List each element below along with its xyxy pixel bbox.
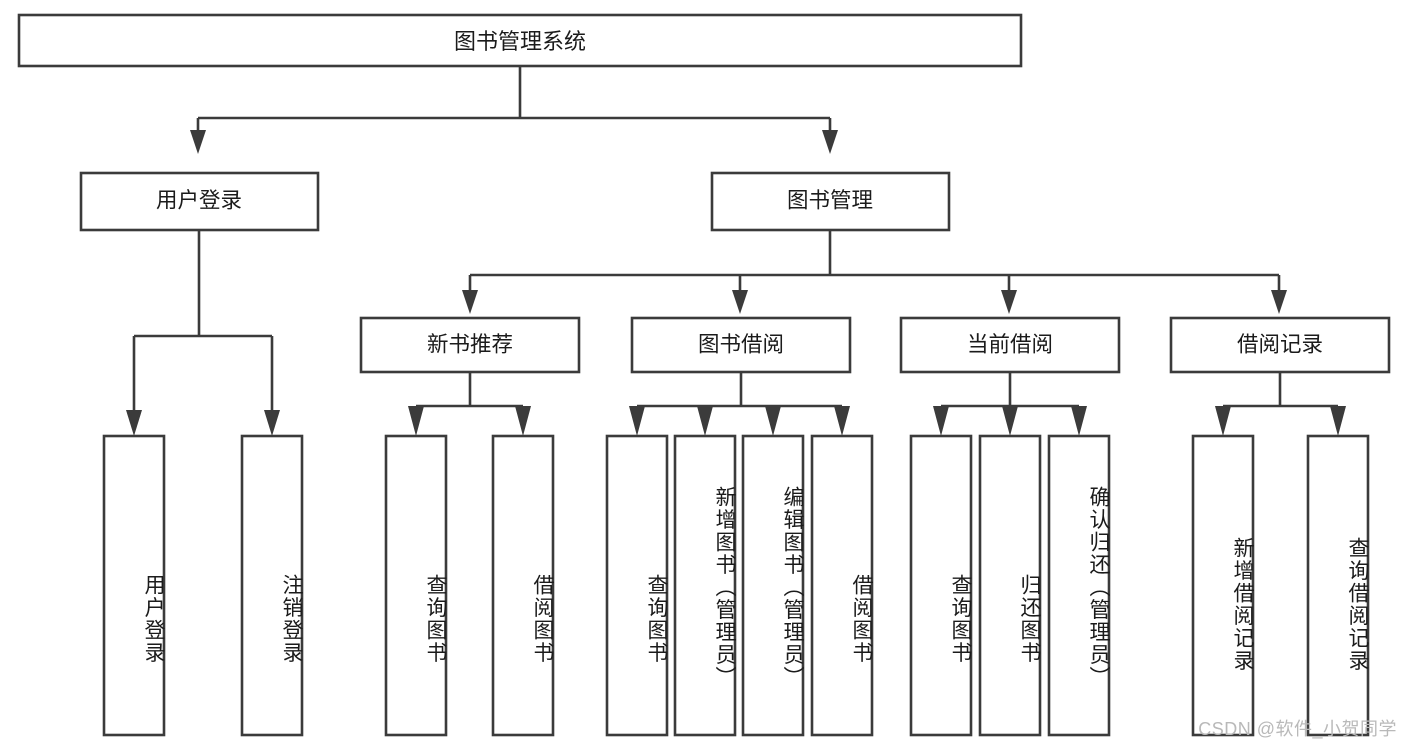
node-box-leaf-user-login[interactable] <box>102 434 166 737</box>
node-box-leaf-bb-borrow-book[interactable] <box>810 434 874 737</box>
arrow-head-bb-edit-book <box>765 406 781 436</box>
node-label-borrow-record: 借阅记录 <box>1237 333 1323 357</box>
node-box-leaf-cb-confirm-return[interactable] <box>1047 434 1111 737</box>
arrow-head-cb-return-book <box>1002 406 1018 436</box>
node-box-leaf-cb-query-book[interactable] <box>909 434 973 737</box>
arrow-head-leaf-logout <box>264 410 280 436</box>
arrow-head-cb-query-book <box>933 406 949 436</box>
node-box-current-borrow[interactable] <box>899 316 1121 374</box>
node-box-leaf-cb-return-book[interactable] <box>978 434 1042 737</box>
arrow-head-bb-borrow-book <box>834 406 850 436</box>
node-label-new-book-recommend: 新书推荐 <box>427 333 513 357</box>
node-label-book-borrow: 图书借阅 <box>698 333 784 357</box>
arrow-head-br-query-record <box>1330 406 1346 436</box>
node-label-current-borrow: 当前借阅 <box>967 333 1053 357</box>
node-box-leaf-nb-borrow-book[interactable] <box>491 434 555 737</box>
node-box-leaf-bb-query-book[interactable] <box>605 434 669 737</box>
node-label-book-management: 图书管理 <box>787 189 873 213</box>
watermark-text: CSDN @软件_小贺同学 <box>1198 719 1397 739</box>
node-box-leaf-bb-edit-book[interactable] <box>741 434 805 737</box>
node-box-borrow-record[interactable] <box>1169 316 1391 374</box>
node-box-book-borrow[interactable] <box>630 316 852 374</box>
node-box-leaf-br-add-record[interactable] <box>1191 434 1255 737</box>
arrow-head-book-borrow <box>732 290 748 314</box>
arrow-head-new-book-recommend <box>462 290 478 314</box>
arrow-head-br-add-record <box>1215 406 1231 436</box>
node-box-leaf-bb-add-book[interactable] <box>673 434 737 737</box>
arrow-head-book-mgmt <box>822 130 838 154</box>
arrow-head-bb-add-book <box>697 406 713 436</box>
arrow-head-nb-query-book <box>408 406 424 436</box>
arrow-head-current-borrow <box>1001 290 1017 314</box>
arrow-head-cb-confirm-return <box>1071 406 1087 436</box>
node-label-user-login: 用户登录 <box>156 189 242 213</box>
arrow-head-user-login <box>190 130 206 154</box>
node-box-leaf-nb-query-book[interactable] <box>384 434 448 737</box>
arrow-head-bb-query-book <box>629 406 645 436</box>
node-box-leaf-br-query-record[interactable] <box>1306 434 1370 737</box>
node-box-leaf-logout[interactable] <box>240 434 304 737</box>
arrow-head-nb-borrow-book <box>515 406 531 436</box>
arrow-head-borrow-record <box>1271 290 1287 314</box>
node-box-root[interactable] <box>17 13 1023 68</box>
node-box-new-book-recommend[interactable] <box>359 316 581 374</box>
node-box-book-management[interactable] <box>710 171 951 232</box>
node-label-root: 图书管理系统 <box>454 29 586 54</box>
arrow-head-leaf-user-login <box>126 410 142 436</box>
